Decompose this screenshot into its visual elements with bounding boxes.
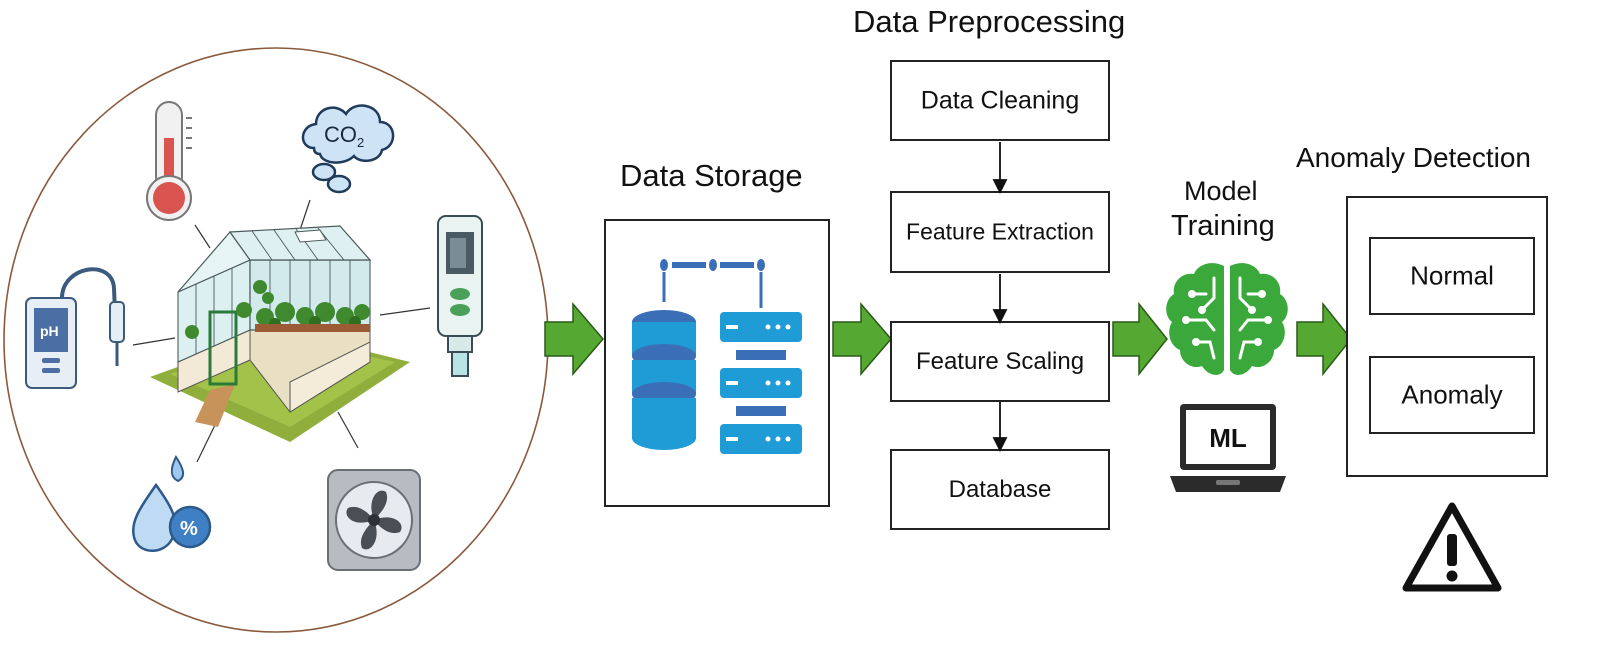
greenhouse-icon	[150, 225, 410, 442]
co2-cloud-icon: CO2	[301, 104, 395, 194]
step-feature-scaling: Feature Scaling	[890, 321, 1110, 402]
fan-icon	[327, 469, 421, 571]
laptop-label: ML	[1209, 423, 1247, 453]
storage-illustration	[632, 259, 802, 454]
storage-title: Data Storage	[620, 158, 803, 193]
output-label: Anomaly	[1401, 379, 1503, 410]
laptop-icon: ML	[1170, 404, 1286, 492]
ph-meter-icon: pH	[25, 267, 125, 389]
step-label: Feature Scaling	[915, 347, 1085, 375]
output-normal: Normal	[1369, 237, 1535, 315]
preprocessing-connectors	[992, 142, 1008, 453]
step-label: Feature Extraction	[906, 218, 1094, 245]
flow-arrow-4	[1296, 301, 1352, 377]
warning-icon	[1402, 502, 1502, 592]
step-feature-extraction: Feature Extraction	[890, 191, 1110, 273]
probe-sensor-icon	[437, 215, 483, 377]
thermometer-icon	[146, 101, 192, 221]
output-label: Normal	[1410, 260, 1494, 291]
co2-label: CO2	[324, 122, 364, 150]
ph-label: pH	[40, 323, 59, 339]
step-label: Database	[948, 475, 1052, 503]
training-title-line1: Model	[1184, 176, 1258, 206]
humidity-label: %	[180, 518, 198, 540]
humidity-icon: %	[131, 455, 212, 552]
detection-title: Anomaly Detection	[1296, 142, 1532, 173]
output-anomaly: Anomaly	[1369, 356, 1535, 434]
step-data-cleaning: Data Cleaning	[890, 60, 1110, 141]
flow-arrow-3	[1112, 301, 1168, 377]
flow-arrow-1	[544, 301, 604, 377]
training-title-line2: Training	[1171, 210, 1275, 242]
flow-arrow-2	[832, 301, 892, 377]
preprocessing-title: Data Preprocessing	[853, 4, 1126, 39]
step-label: Data Cleaning	[920, 86, 1080, 114]
brain-icon	[1166, 263, 1288, 375]
